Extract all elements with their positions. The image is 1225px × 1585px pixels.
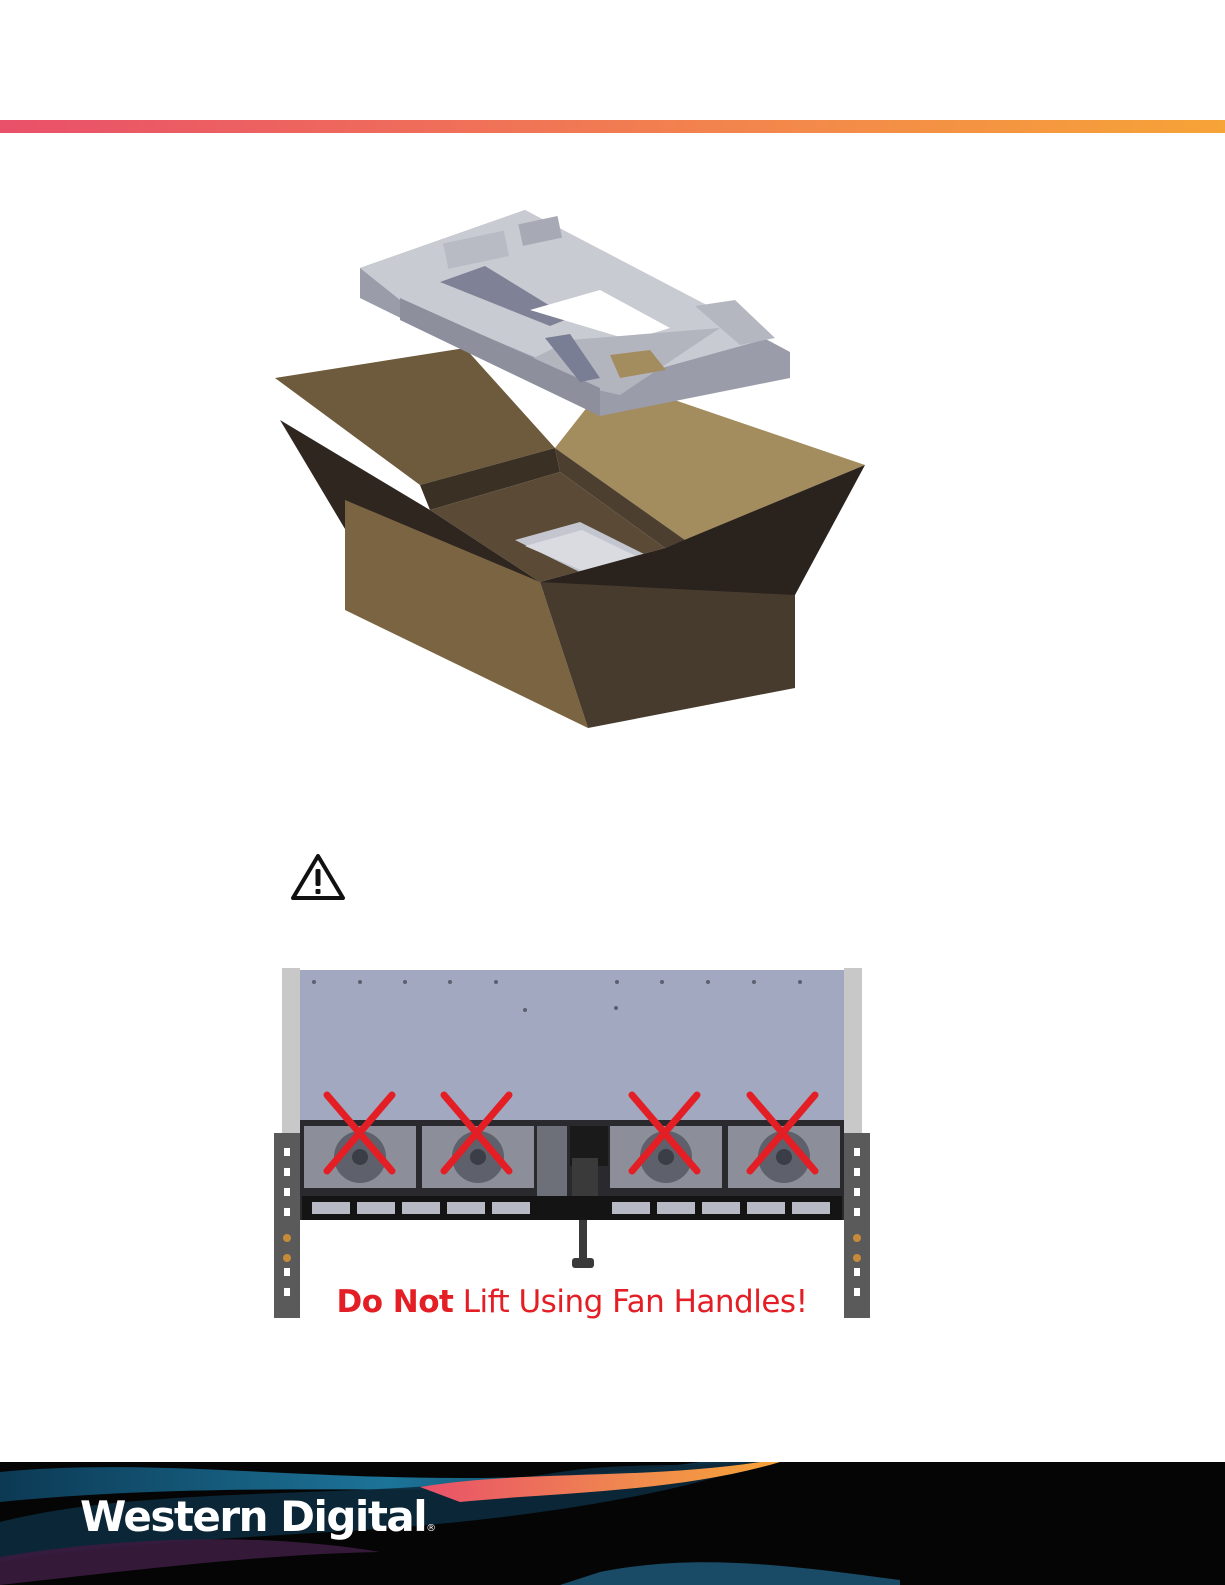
western-digital-logo: Western Digital® <box>80 1487 436 1547</box>
fan-handle-warning-caption: Do Not Lift Using Fan Handles! <box>272 1278 872 1326</box>
caption-emphasis: Do Not <box>336 1284 453 1320</box>
chassis-illustration <box>272 968 872 1328</box>
registered-mark: ® <box>426 1523 436 1534</box>
header-accent-stripe <box>0 120 1225 133</box>
brand-name: Western Digital <box>80 1492 426 1541</box>
box-illustration <box>270 210 880 740</box>
warning-triangle-icon <box>290 852 346 902</box>
caption-rest: Lift Using Fan Handles! <box>453 1284 807 1320</box>
